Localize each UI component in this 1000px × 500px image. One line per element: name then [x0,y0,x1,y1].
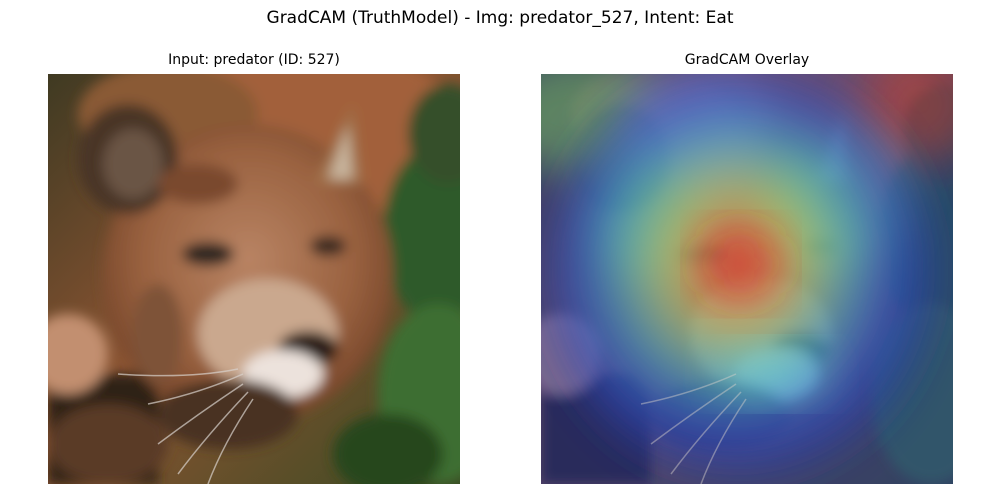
cougar-photo [48,74,460,484]
gradcam-overlay-image [541,74,953,484]
input-panel-title: Input: predator (ID: 527) [168,52,340,68]
input-image [48,74,460,484]
figure-title: GradCAM (TruthModel) - Img: predator_527… [266,8,734,28]
overlay-panel-title: GradCAM Overlay [684,52,810,68]
gradcam-heatmap [541,74,953,484]
